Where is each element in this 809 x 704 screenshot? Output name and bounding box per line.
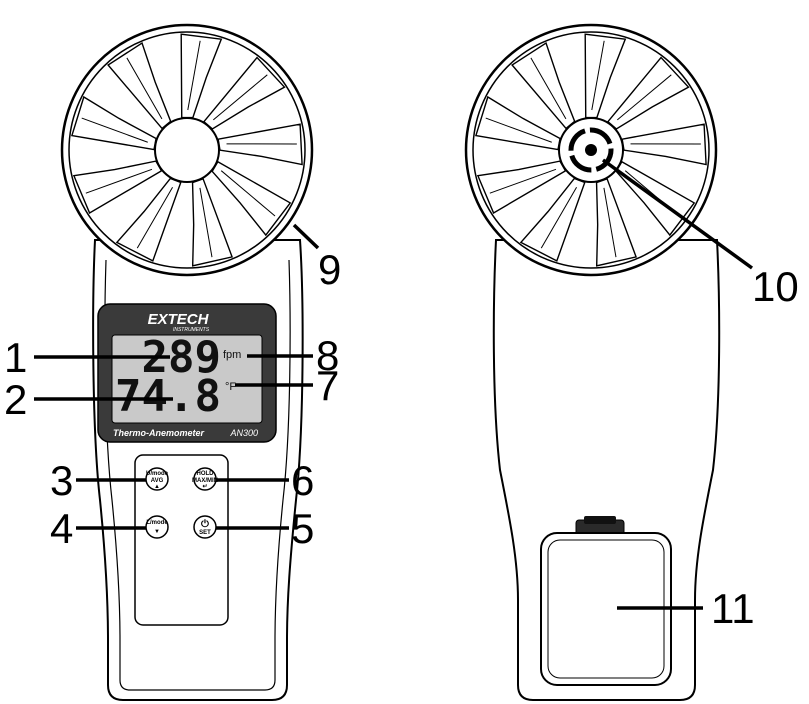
callout-1: 1 (4, 334, 27, 381)
callout-11: 11 (711, 585, 755, 632)
fan-blade-crease (603, 187, 617, 258)
product-name: Thermo-Anemometer (113, 428, 205, 438)
callout-8: 8 (316, 332, 339, 379)
fan-blade-crease (616, 74, 672, 121)
fan-blade-crease (540, 187, 578, 249)
fan-blade-crease (85, 168, 153, 194)
brand-subtitle: INSTRUMENTS (173, 327, 210, 333)
callout-2: 2 (4, 376, 27, 423)
front-fan-hub (154, 117, 220, 183)
fan-blade-crease (187, 40, 201, 111)
power-set-button[interactable]: ⏻ SET (193, 515, 217, 539)
power-icon: ⏻ (201, 518, 209, 530)
battery-latch-top (584, 516, 616, 524)
airflow-unit: fpm (223, 349, 241, 361)
callout-3: 3 (50, 457, 73, 504)
hold-label: HOLD (197, 471, 215, 477)
callout-10: 10 (752, 263, 799, 310)
callout-5: 5 (291, 505, 314, 552)
front-fan-blades (70, 33, 303, 267)
fan-blade-crease (530, 57, 567, 120)
down-arrow-icon: ▼ (154, 529, 160, 535)
fan-blade-crease (136, 187, 174, 249)
callout-7: 7 (316, 362, 339, 409)
callout-10-leader (601, 158, 754, 270)
keypad-panel (134, 454, 229, 626)
fan-blade-crease (81, 117, 148, 143)
callout-6: 6 (291, 457, 314, 504)
callout-9-leader (292, 223, 320, 250)
fan-blade-crease (220, 170, 276, 217)
temperature-sensor-icon (568, 127, 614, 173)
back-view: 10 11 (464, 23, 799, 701)
callout-9: 9 (318, 246, 341, 293)
unit-avg-label-2: AVG (151, 478, 164, 484)
l-mode-button[interactable]: L/mode ▼ (145, 515, 169, 539)
callout-4: 4 (50, 505, 73, 552)
hold-maxmin-button[interactable]: HOLD MAX/MIN ↵ (192, 467, 218, 491)
maxmin-label: MAX/MIN (192, 478, 218, 484)
fan-blade-crease (126, 57, 163, 120)
front-body-inner (104, 259, 291, 691)
temperature-unit: °F (225, 381, 236, 393)
up-arrow-icon: ▲ (154, 484, 160, 490)
l-mode-label: L/mode (146, 520, 168, 526)
fan-blade-crease (212, 74, 268, 121)
back-fan-blades (474, 33, 707, 267)
model-number: AN300 (229, 428, 258, 438)
unit-avg-button[interactable]: U/mode AVG ▲ (145, 467, 169, 491)
front-view: EXTECH INSTRUMENTS 2 8 9 fpm 74.8 °F Therm… (4, 23, 341, 701)
fan-blade-crease (489, 168, 557, 194)
fan-blade-crease (485, 117, 552, 143)
enter-icon: ↵ (202, 484, 207, 490)
fan-blade-crease (199, 187, 213, 258)
brand-logo: EXTECH (148, 311, 210, 328)
unit-avg-label-1: U/mode (146, 471, 169, 477)
set-label: SET (199, 530, 211, 536)
temperature-reading: 74.8 (115, 371, 221, 422)
fan-blade-crease (591, 40, 605, 111)
